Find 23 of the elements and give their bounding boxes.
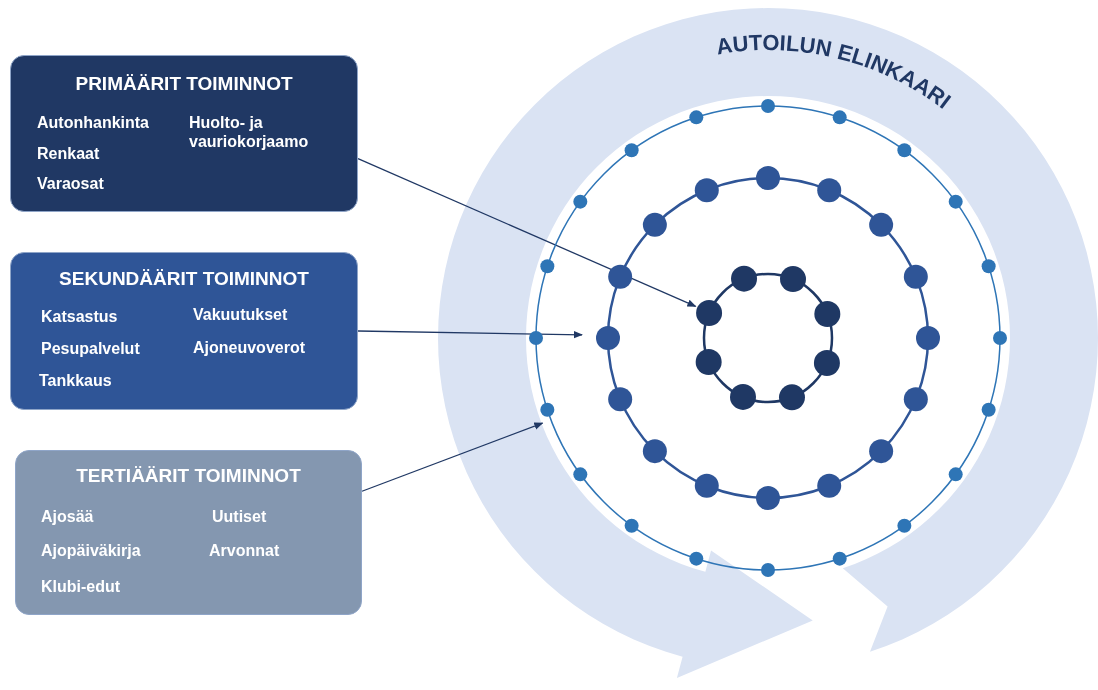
item-label: Pesupalvelut bbox=[41, 339, 140, 359]
item-label: Katsastus bbox=[41, 307, 118, 327]
item-label: Tankkaus bbox=[39, 371, 112, 391]
item-label: Vakuutukset bbox=[193, 305, 288, 325]
item-label: Autonhankinta bbox=[37, 113, 149, 133]
arrow bbox=[361, 422, 544, 492]
category-panel bbox=[15, 450, 362, 615]
arrow bbox=[357, 330, 583, 339]
item-label: Varaosat bbox=[37, 174, 104, 194]
item-label: Arvonnat bbox=[209, 541, 280, 561]
panel-heading: PRIMÄÄRIT TOIMINNOT bbox=[74, 73, 294, 96]
category-panel bbox=[10, 55, 358, 212]
item-label: Ajoneuvoverot bbox=[193, 338, 305, 358]
item-label: Uutiset bbox=[212, 507, 267, 527]
category-panel bbox=[10, 252, 358, 410]
panel-heading: SEKUNDÄÄRIT TOIMINNOT bbox=[58, 268, 310, 291]
item-label: Huolto- ja vauriokorjaamo bbox=[189, 113, 310, 152]
panel-heading: TERTIÄÄRIT TOIMINNOT bbox=[75, 465, 302, 488]
arrow bbox=[357, 157, 697, 307]
item-label: Renkaat bbox=[37, 144, 100, 164]
item-label: Ajopäiväkirja bbox=[41, 541, 141, 561]
item-label: Klubi-edut bbox=[41, 577, 121, 597]
item-label: Ajosää bbox=[41, 507, 94, 527]
